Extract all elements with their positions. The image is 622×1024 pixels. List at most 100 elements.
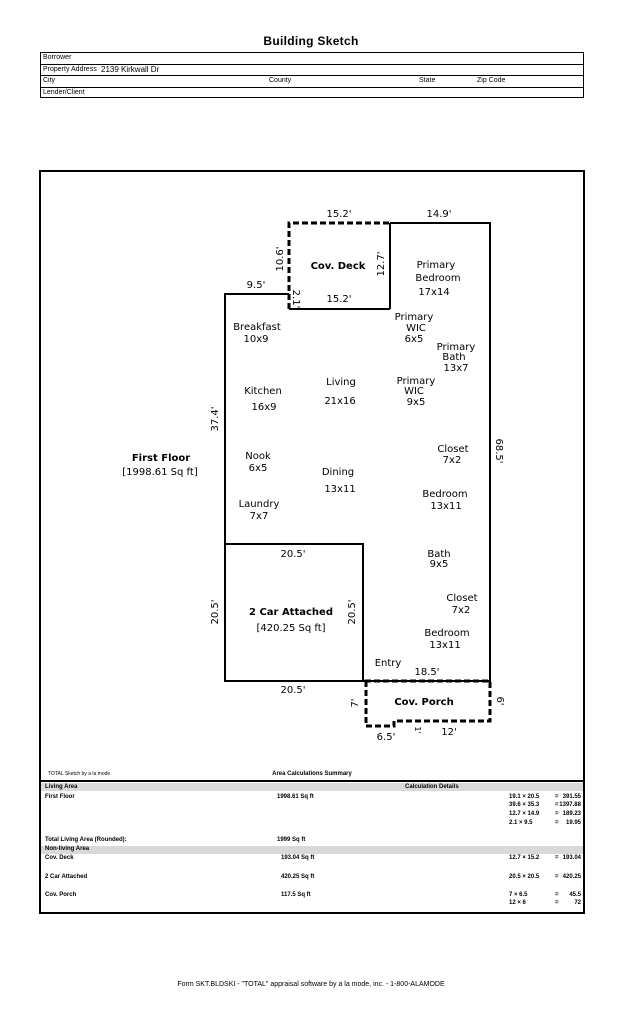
calc-eq: = bbox=[555, 794, 559, 800]
dim-porch-top: 18.5' bbox=[414, 667, 439, 678]
calc-result: 19.95 bbox=[565, 820, 581, 826]
room-bath-name: Bath bbox=[427, 549, 450, 560]
deck-calc: 12.7 × 15.2 bbox=[509, 855, 540, 861]
calc-eq: = bbox=[555, 820, 559, 826]
porch-calc: 7 × 6.5 bbox=[509, 892, 528, 898]
room-primary-wic2-size: 9x5 bbox=[407, 397, 426, 408]
summary-title: Area Calculations Summary bbox=[272, 771, 352, 777]
dim-left-side: 37.4' bbox=[210, 406, 221, 431]
address-value: 2139 Kirkwall Dr bbox=[101, 64, 160, 74]
calc-result: 1397.88 bbox=[559, 802, 581, 808]
garage-calc-result: 420.25 bbox=[562, 874, 581, 880]
county-label: County bbox=[269, 77, 292, 84]
room-dining-size: 13x11 bbox=[324, 484, 355, 495]
calc-row: 39.6 × 35.3 bbox=[509, 802, 540, 808]
room-laundry-name: Laundry bbox=[239, 499, 280, 510]
dim-porch-left: 7' bbox=[350, 698, 361, 707]
deck-calc-eq: = bbox=[555, 855, 559, 861]
room-dining-name: Dining bbox=[322, 467, 354, 478]
deck-calc-result: 193.04 bbox=[562, 855, 581, 861]
calc-result: 189.23 bbox=[562, 811, 581, 817]
room-primary-bath-line2: Bath bbox=[442, 352, 465, 363]
garage-outline bbox=[224, 543, 364, 682]
room-laundry-size: 7x7 bbox=[250, 511, 269, 522]
porch-calc-eq: = bbox=[555, 892, 559, 898]
porch-value: 117.5 Sq ft bbox=[281, 892, 311, 898]
dim-top-right: 14.9' bbox=[426, 209, 451, 220]
deck-label: Cov. Deck bbox=[45, 855, 74, 861]
porch-calc: 12 × 6 bbox=[509, 900, 526, 906]
room-bedroom2-name: Bedroom bbox=[424, 628, 469, 639]
city-row: City County State Zip Code bbox=[41, 76, 583, 88]
dim-garage-top: 20.5' bbox=[280, 549, 305, 560]
address-label: Property Address bbox=[43, 65, 97, 73]
garage-label: 2 Car Attached bbox=[45, 874, 88, 880]
room-breakfast-name: Breakfast bbox=[233, 322, 281, 333]
borrower-row: Borrower bbox=[41, 53, 583, 65]
deck-value: 193.04 Sq ft bbox=[281, 855, 315, 861]
area-summary: Living Area Calculation Details First Fl… bbox=[41, 780, 583, 912]
room-nook-size: 6x5 bbox=[249, 463, 268, 474]
room-primary-wic2-line2: WIC bbox=[404, 386, 424, 397]
dim-porch-bottom-left: 6.5' bbox=[377, 732, 396, 743]
room-living-name: Living bbox=[326, 377, 356, 388]
first-floor-value: 1998.61 Sq ft bbox=[277, 794, 314, 800]
address-row: Property Address 2139 Kirkwall Dr bbox=[41, 64, 583, 76]
garage-calc: 20.5 × 20.5 bbox=[509, 874, 540, 880]
dim-garage-right: 20.5' bbox=[347, 599, 358, 624]
sketch-credit: TOTAL Sketch by a la mode bbox=[48, 771, 111, 777]
dim-right-side: 68.5' bbox=[493, 438, 504, 463]
porch-outline bbox=[364, 679, 492, 728]
room-closet2-size: 7x2 bbox=[452, 605, 471, 616]
non-living-label: Non-living Area bbox=[45, 846, 90, 852]
footer: Form SKT.BLDSKI - "TOTAL" appraisal soft… bbox=[177, 981, 445, 988]
lender-row: Lender/Client bbox=[41, 88, 583, 100]
room-closet1-size: 7x2 bbox=[443, 455, 462, 466]
city-label: City bbox=[43, 77, 56, 84]
room-primary-bath-line1: Primary bbox=[437, 342, 476, 353]
floor-plan: 15.2' 14.9' 15.2' 9.5' 10.6' 12.7' 2.1' … bbox=[122, 209, 505, 743]
first-floor-name: First Floor bbox=[132, 453, 190, 464]
room-primary-bath-size: 13x7 bbox=[443, 363, 468, 374]
dim-garage-left: 20.5' bbox=[210, 599, 221, 624]
calc-row: 2.1 × 9.5 bbox=[509, 820, 533, 826]
room-bedroom1-name: Bedroom bbox=[422, 489, 467, 500]
room-entry-name: Entry bbox=[375, 658, 402, 669]
room-bedroom2-size: 13x11 bbox=[429, 640, 460, 651]
state-label: State bbox=[419, 77, 436, 84]
room-bedroom1-size: 13x11 bbox=[430, 501, 461, 512]
room-nook-name: Nook bbox=[245, 451, 271, 462]
dim-deck-top: 15.2' bbox=[326, 209, 351, 220]
room-primary-bedroom-line1: Primary bbox=[417, 260, 456, 271]
living-area-band bbox=[41, 783, 583, 791]
porch-label: Cov. Porch bbox=[45, 892, 77, 898]
dim-porch-notch: 1' bbox=[413, 726, 422, 733]
dim-deck-small: 2.1' bbox=[290, 290, 301, 309]
room-bath-size: 9x5 bbox=[430, 559, 449, 570]
room-primary-bedroom-line2: Bedroom bbox=[415, 273, 460, 284]
calc-result: 391.55 bbox=[562, 794, 581, 800]
porch-calc-eq: = bbox=[555, 900, 559, 906]
dim-porch-bottom-right: 12' bbox=[441, 727, 456, 738]
lender-label: Lender/Client bbox=[43, 88, 85, 96]
borrower-label: Borrower bbox=[43, 54, 72, 61]
living-area-label: Living Area bbox=[45, 784, 78, 790]
dim-deck-left: 10.6' bbox=[275, 246, 286, 271]
calc-row: 19.1 × 20.5 bbox=[509, 794, 540, 800]
zip-label: Zip Code bbox=[477, 77, 506, 84]
room-primary-wic1-size: 6x5 bbox=[405, 334, 424, 345]
calc-details-label: Calculation Details bbox=[405, 784, 459, 790]
deck-outline bbox=[287, 221, 390, 309]
total-living-value: 1999 Sq ft bbox=[277, 837, 306, 843]
room-primary-wic1-line2: WIC bbox=[406, 323, 426, 334]
deck-name: Cov. Deck bbox=[311, 261, 366, 272]
total-living-label: Total Living Area (Rounded): bbox=[45, 837, 127, 843]
room-kitchen-name: Kitchen bbox=[244, 386, 282, 397]
garage-area: [420.25 Sq ft] bbox=[256, 623, 325, 634]
room-kitchen-size: 16x9 bbox=[251, 402, 276, 413]
dim-porch-right: 6' bbox=[494, 696, 505, 705]
room-primary-wic1-line1: Primary bbox=[395, 312, 434, 323]
calc-row: 12.7 × 14.9 bbox=[509, 811, 540, 817]
sketch-frame bbox=[39, 170, 585, 914]
dim-left-step: 9.5' bbox=[247, 280, 266, 291]
